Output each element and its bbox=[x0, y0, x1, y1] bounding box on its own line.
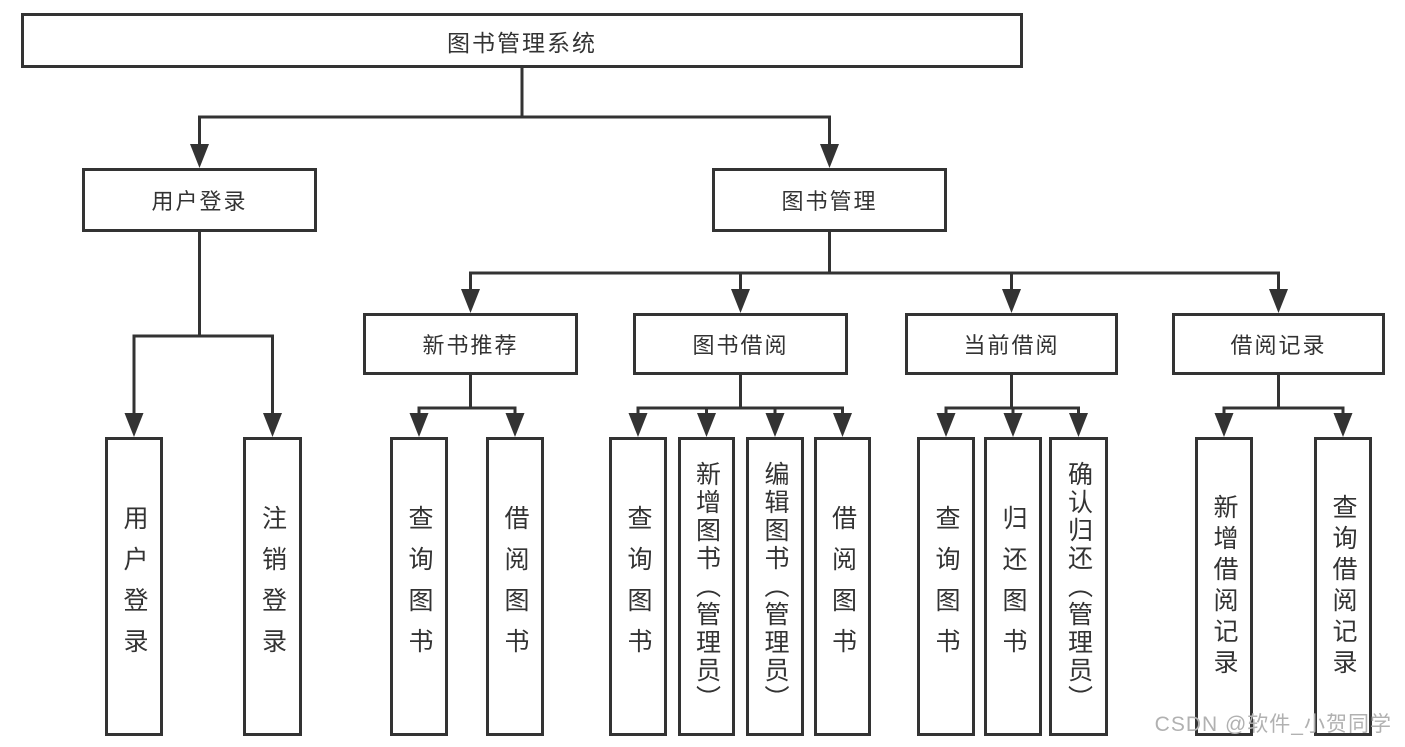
leaf-query-books-borrow: 查询图书 bbox=[609, 437, 667, 736]
leaf-edit-books-admin: 编辑图书（管理员） bbox=[746, 437, 804, 736]
leaf-borrow-books-recommend: 借阅图书 bbox=[486, 437, 544, 736]
leaf-query-books-current: 查询图书 bbox=[917, 437, 975, 736]
node-user-login-branch: 用户登录 bbox=[82, 168, 317, 232]
connector-root-to-level2 bbox=[190, 68, 839, 168]
leaf-borrow-books: 借阅图书 bbox=[814, 437, 871, 736]
node-new-book-recommend: 新书推荐 bbox=[363, 313, 578, 375]
node-borrow-records: 借阅记录 bbox=[1172, 313, 1385, 375]
connector-book-management-to-level3 bbox=[461, 232, 1288, 313]
leaf-return-books: 归还图书 bbox=[984, 437, 1042, 736]
connector-user-login-to-leaves bbox=[124, 232, 282, 437]
connector-book-borrow-to-leaves bbox=[628, 375, 852, 437]
connector-borrow-records-to-leaves bbox=[1214, 375, 1353, 437]
connector-new-book-recommend-to-leaves bbox=[409, 375, 525, 437]
leaf-confirm-return-admin: 确认归还（管理员） bbox=[1049, 437, 1108, 736]
leaf-add-books-admin: 新增图书（管理员） bbox=[678, 437, 735, 736]
connector-current-borrow-to-leaves bbox=[936, 375, 1088, 437]
csdn-watermark: CSDN @软件_小贺同学 bbox=[1154, 713, 1392, 736]
node-current-borrow: 当前借阅 bbox=[905, 313, 1118, 375]
leaf-query-borrow-record: 查询借阅记录 bbox=[1314, 437, 1372, 736]
node-book-management-branch: 图书管理 bbox=[712, 168, 947, 232]
leaf-logout: 注销登录 bbox=[243, 437, 302, 736]
leaf-add-borrow-record: 新增借阅记录 bbox=[1195, 437, 1253, 736]
leaf-user-login: 用户登录 bbox=[105, 437, 163, 736]
node-library-management-system: 图书管理系统 bbox=[21, 13, 1023, 68]
leaf-query-books-recommend: 查询图书 bbox=[390, 437, 448, 736]
node-book-borrow: 图书借阅 bbox=[633, 313, 848, 375]
